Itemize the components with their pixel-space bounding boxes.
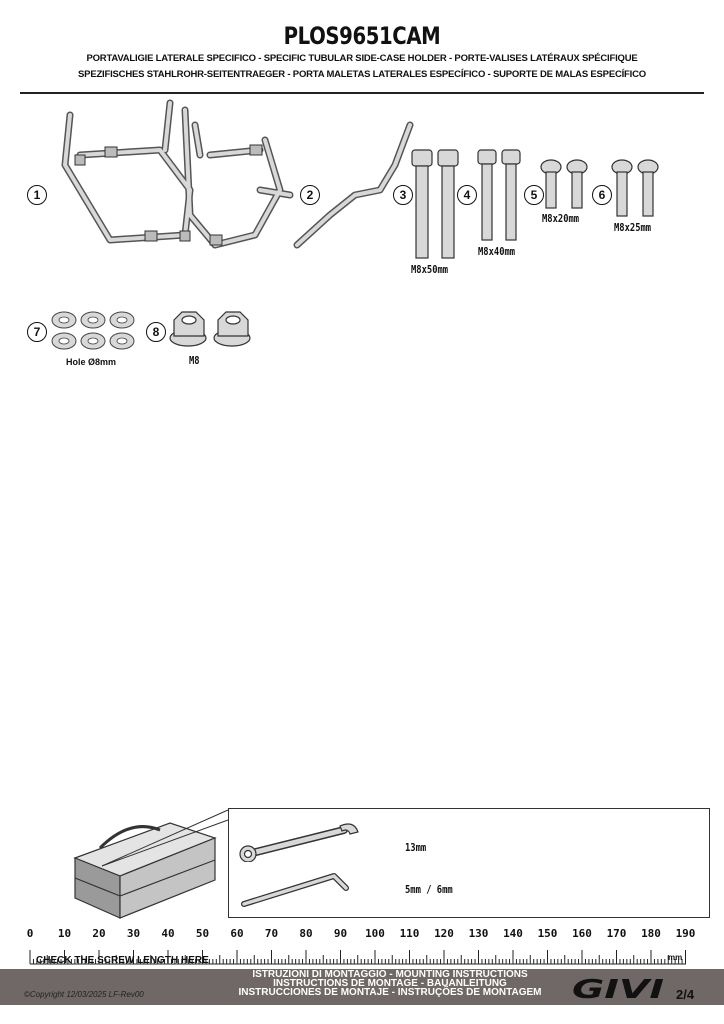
bolt-m8x20-illustration	[540, 159, 588, 209]
allen-key-icon	[241, 873, 349, 907]
part-number-1: 1	[27, 185, 47, 205]
ruler-tick-label: 180	[641, 927, 661, 940]
part-label-4: M8x40mm	[478, 245, 516, 258]
part-number-5: 5	[524, 185, 544, 205]
side-case-frame-illustration	[61, 99, 294, 249]
ruler-tick-label: 150	[538, 927, 558, 940]
part-label-5: M8x20mm	[542, 212, 580, 225]
part-number-6: 6	[592, 185, 612, 205]
allen-key-size-label: 5mm / 6mm	[405, 883, 453, 896]
ruler-tick-label: 0	[27, 927, 34, 940]
ruler-tick-label: 40	[161, 927, 174, 940]
ruler-tick-label: 10	[58, 927, 71, 940]
subtitle-line-1: PORTAVALIGIE LATERALE SPECIFICO - SPECIF…	[86, 53, 638, 64]
part-label-8: M8	[189, 354, 200, 367]
footer-bar	[0, 969, 724, 1005]
ruler-tick-label: 50	[196, 927, 209, 940]
ruler-tick-label: 170	[607, 927, 627, 940]
ruler-tick-label: 130	[469, 927, 489, 940]
ruler-tick-label: 110	[400, 927, 420, 940]
part-number-2: 2	[300, 185, 320, 205]
footer-line-1: ISTRUZIONI DI MONTAGGIO - MOUNTING INSTR…	[252, 969, 528, 980]
bolt-m8x25-illustration	[611, 159, 659, 217]
givi-logo: GIVI	[572, 976, 664, 1002]
ruler-tick-label: 80	[299, 927, 312, 940]
ruler-tick-label: 190	[676, 927, 696, 940]
tools-panel	[228, 808, 710, 918]
subtitle-line-2: SPEZIFISCHES STAHLROHR-SEITENTRAEGER - P…	[78, 69, 646, 80]
page-number: 2/4	[676, 987, 695, 1002]
header-divider	[20, 92, 704, 94]
part-label-3: M8x50mm	[411, 263, 449, 276]
ruler-tick-label: 90	[334, 927, 347, 940]
ruler-tick-label: 30	[127, 927, 140, 940]
bent-rod-illustration	[293, 121, 414, 249]
ruler-tick-label: 160	[572, 927, 592, 940]
ruler-tick-label: 140	[503, 927, 523, 940]
footer-line-3: INSTRUCCIONES DE MONTAJE - INSTRUÇÕES DE…	[238, 987, 542, 998]
wrench-icon	[239, 823, 359, 862]
nuts-illustration	[169, 311, 251, 347]
part-label-7: Hole Ø8mm	[66, 357, 117, 367]
washers-illustration	[51, 311, 135, 350]
svg-text:GIVI: GIVI	[572, 976, 664, 1002]
page-title: PLOS9651CAM	[283, 22, 441, 50]
ruler-tick-label: 120	[434, 927, 454, 940]
screw-length-ruler: 0 10 20 30 40 50 60 70 80 90 100 110 120 130 140 150 160…	[27, 927, 696, 965]
wrench-size-label: 13mm	[405, 841, 427, 854]
part-number-8: 8	[146, 322, 166, 342]
ruler-tick-label: 70	[265, 927, 278, 940]
copyright-text: ©Copyright 12/03/2025 LF-Rev00	[24, 990, 144, 999]
ruler-unit: mm	[668, 953, 683, 962]
toolbox-callout-line	[101, 809, 229, 867]
part-number-7: 7	[27, 322, 47, 342]
bolt-m8x40-illustration	[477, 149, 521, 241]
ruler-tick-label: 100	[365, 927, 385, 940]
ruler-tick-label: 20	[92, 927, 105, 940]
footer-line-2: INSTRUCTIONS DE MONTAGE - BAUANLEITUNG	[273, 978, 507, 989]
part-number-3: 3	[393, 185, 413, 205]
part-label-6: M8x25mm	[614, 221, 652, 234]
bolt-m8x50-illustration	[411, 149, 459, 259]
ruler-tick-label: 60	[230, 927, 243, 940]
part-number-4: 4	[457, 185, 477, 205]
ruler-check-text: CHECK THE SCREW LENGTH HERE	[36, 955, 209, 966]
